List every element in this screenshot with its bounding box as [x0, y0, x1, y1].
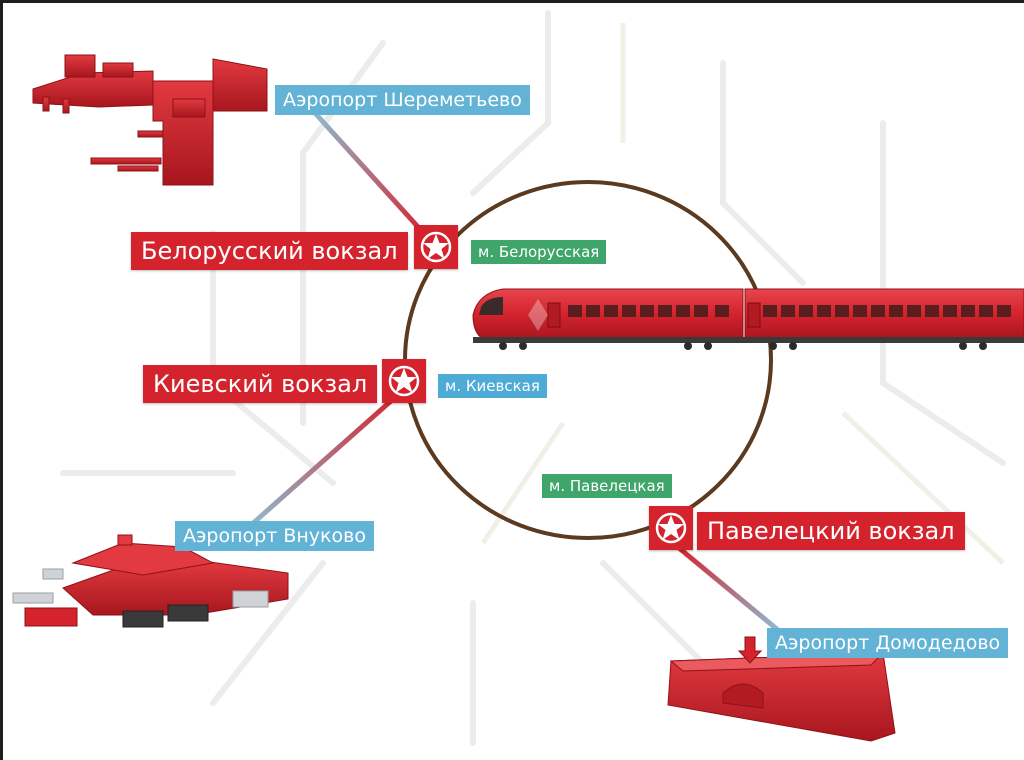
background-metro-lines-2 [480, 23, 1005, 565]
paveletsky-station-label[interactable]: Павелецкий вокзал [697, 512, 965, 550]
aeroexpress-train-illustration [472, 288, 1024, 350]
kievsky-station-label[interactable]: Киевский вокзал [143, 365, 378, 403]
sheremetyevo-terminal-illustration [32, 54, 268, 186]
map-graphics [12, 10, 1024, 746]
aeroexpress-star-icon[interactable] [382, 359, 426, 403]
map-canvas: Аэропорт Шереметьево Аэропорт Внуково Аэ… [3, 3, 1024, 760]
belorussky-station-label[interactable]: Белорусский вокзал [131, 232, 408, 270]
paveletskaya-metro-label[interactable]: м. Павелецкая [542, 474, 672, 498]
domodedovo-connector [677, 546, 780, 632]
kievskaya-metro-label[interactable]: м. Киевская [438, 374, 547, 398]
aeroexpress-star-icon[interactable] [414, 225, 458, 269]
domodedovo-airport-label[interactable]: Аэропорт Домодедово [767, 628, 1009, 658]
sheremetyevo-connector [313, 111, 430, 240]
sheremetyevo-airport-label[interactable]: Аэропорт Шереметьево [275, 85, 530, 115]
vnukovo-connector [249, 391, 402, 527]
aeroexpress-star-icon[interactable] [649, 506, 693, 550]
background-metro-lines [60, 10, 1006, 746]
vnukovo-airport-label[interactable]: Аэропорт Внуково [175, 521, 374, 551]
belorusskaya-metro-label[interactable]: м. Белорусская [471, 240, 607, 264]
vnukovo-terminal-illustration [12, 534, 289, 628]
